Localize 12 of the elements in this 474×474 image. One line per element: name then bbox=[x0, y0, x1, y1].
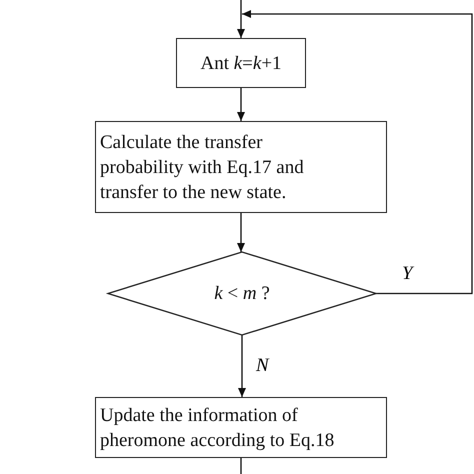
arrow bbox=[237, 213, 245, 252]
process-box bbox=[95, 121, 387, 213]
node-text: Calculate the transfer probability with Eq.17 and transfer to the new state. bbox=[100, 130, 305, 204]
process-box bbox=[95, 397, 387, 458]
arrow bbox=[242, 10, 473, 294]
node-text: Ant k=k+1 bbox=[200, 52, 282, 76]
node-text: k < m ? bbox=[214, 282, 270, 306]
arrow bbox=[238, 335, 246, 397]
process-box bbox=[176, 38, 306, 88]
arrow bbox=[237, 88, 245, 121]
arrow bbox=[237, 0, 245, 38]
node-text: Update the information of pheromone according to Eq.18 bbox=[100, 404, 336, 452]
